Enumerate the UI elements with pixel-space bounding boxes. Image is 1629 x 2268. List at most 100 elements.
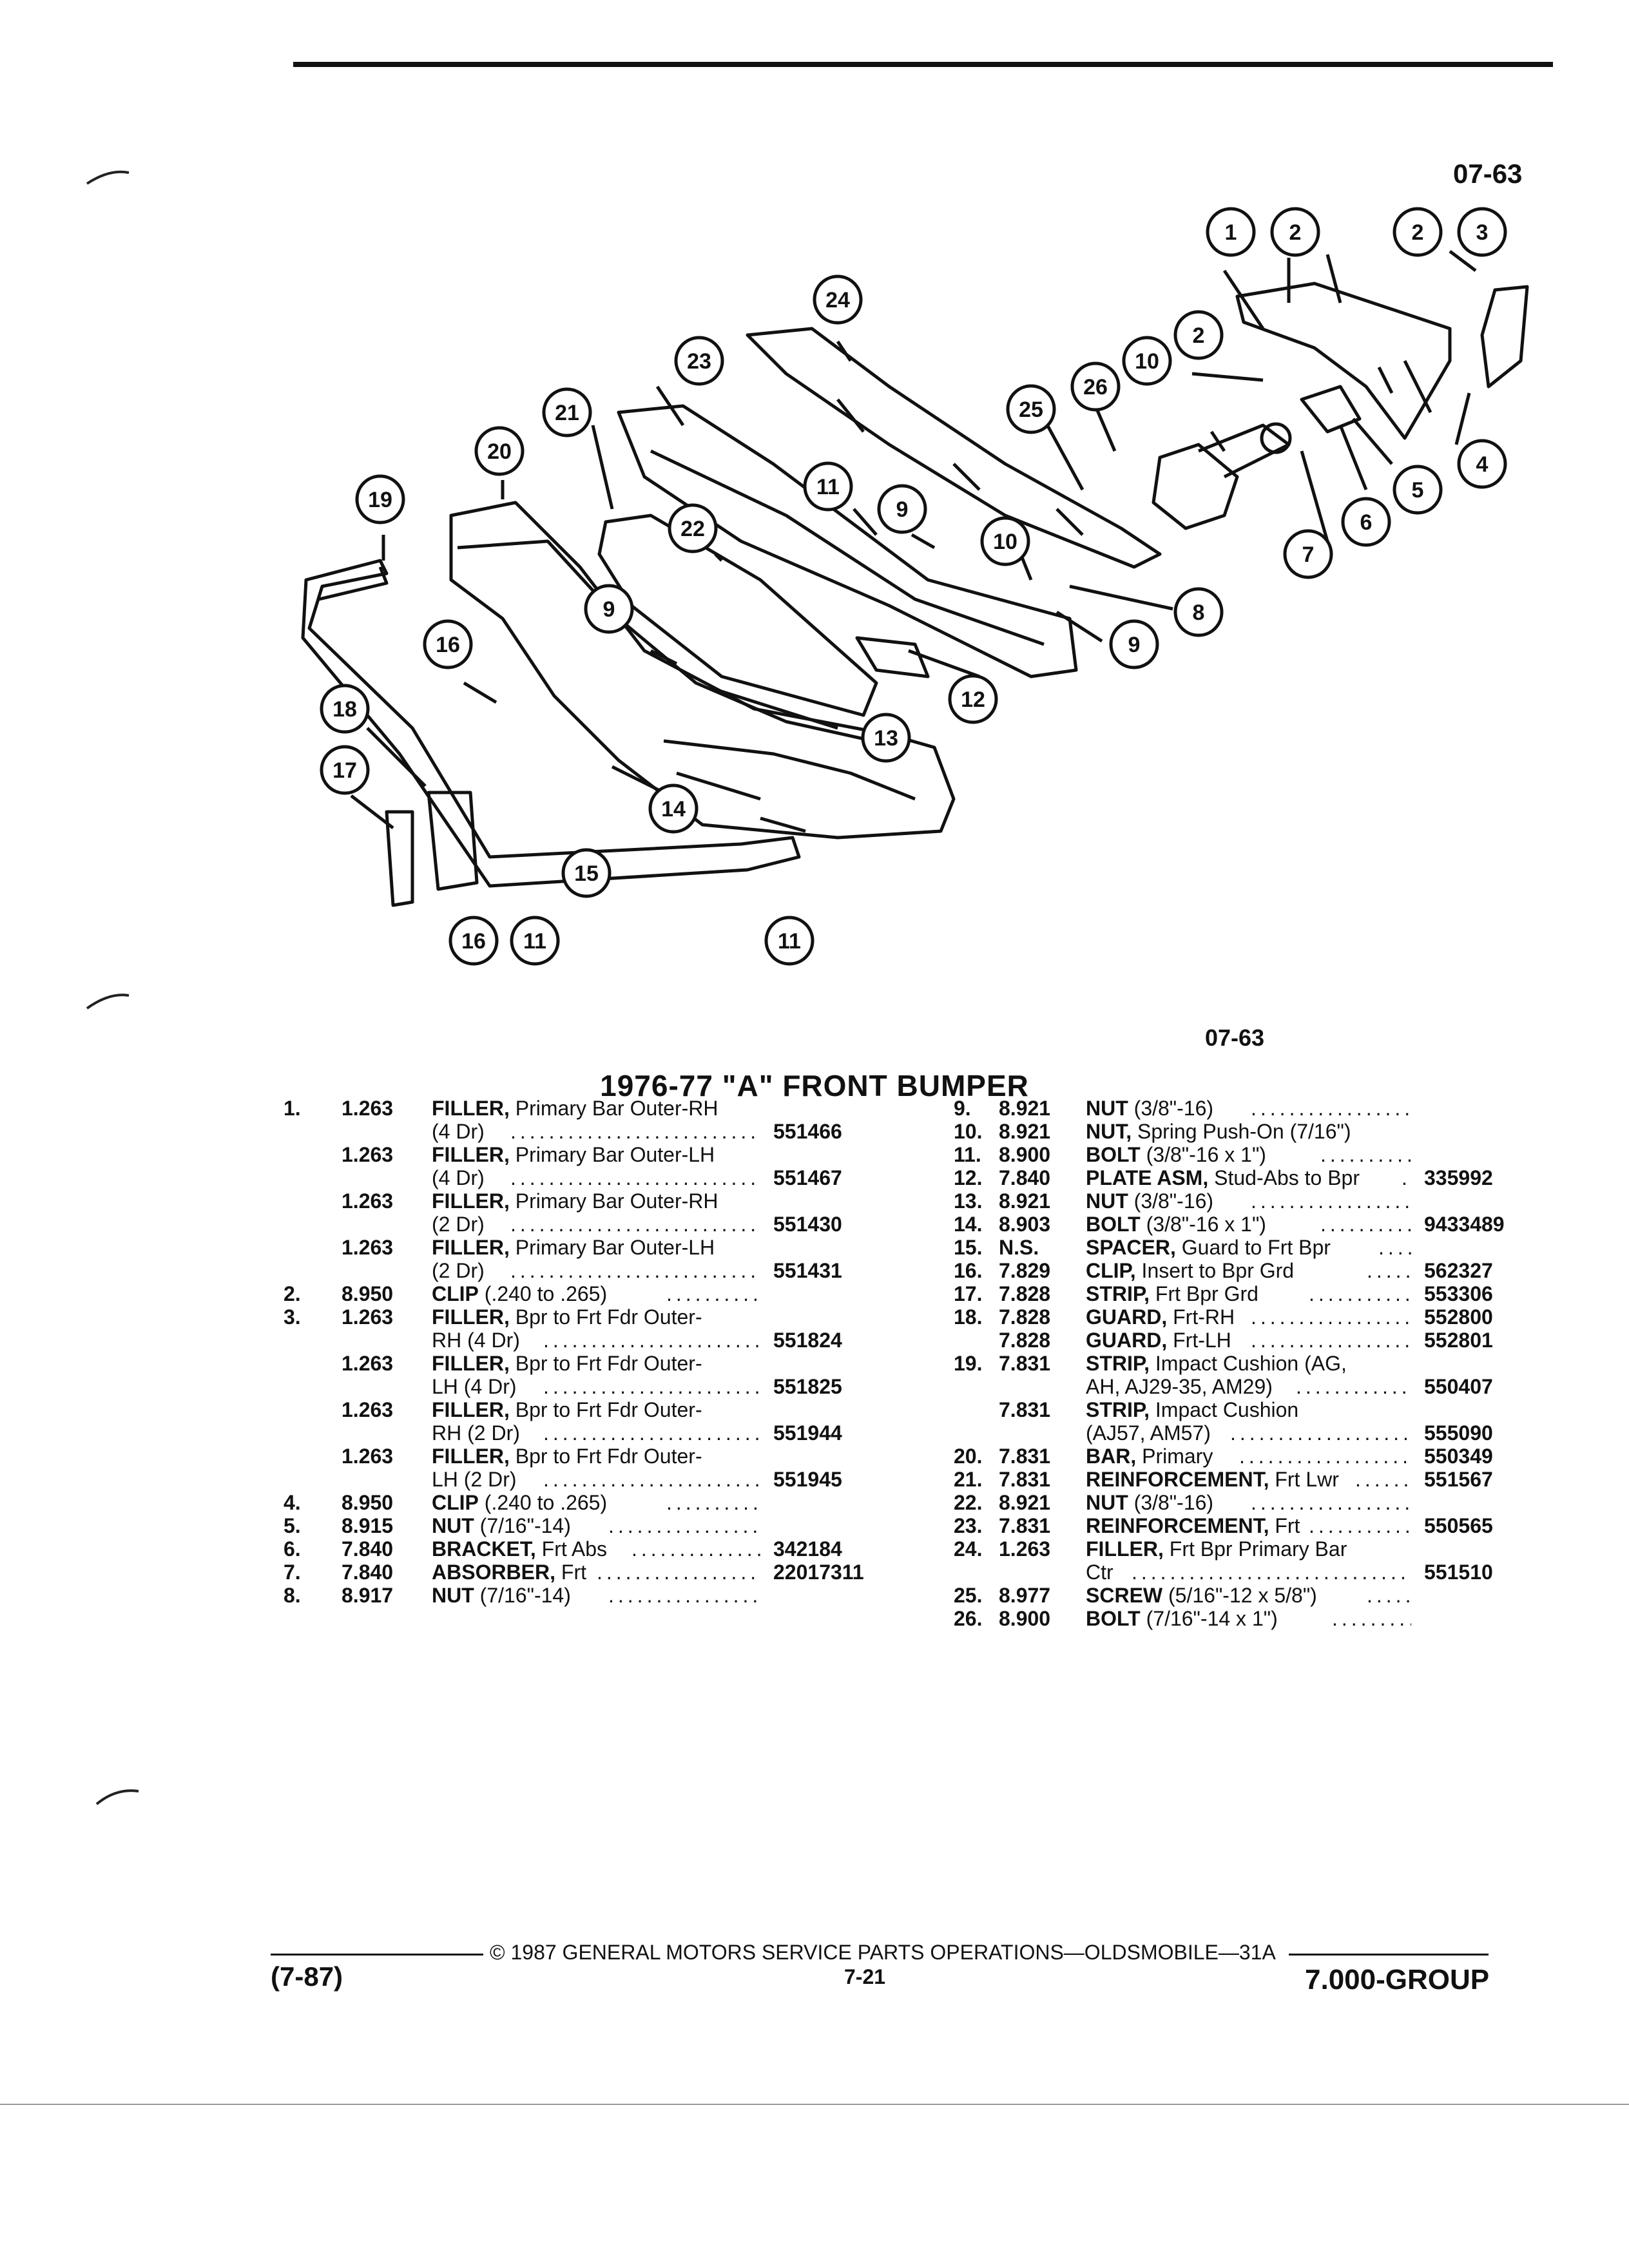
fender-filler xyxy=(1480,285,1529,389)
item-number: 21. xyxy=(954,1468,983,1491)
part-name: BRACKET, xyxy=(432,1537,536,1561)
group-number: 7.831 xyxy=(999,1468,1051,1491)
guard-strip xyxy=(385,810,414,907)
bumper-guard xyxy=(427,791,479,891)
part-description: FILLER, Primary Bar Outer-LH xyxy=(432,1236,715,1259)
item-number: 3. xyxy=(284,1305,301,1329)
absorber-bracket xyxy=(1300,385,1362,434)
top-rule xyxy=(293,62,1553,67)
part-description: STRIP, Impact Cushion xyxy=(1086,1398,1298,1421)
group-number: 8.915 xyxy=(342,1514,394,1537)
part-name: REINFORCEMENT, xyxy=(1086,1468,1269,1491)
part-description: SPACER, Guard to Frt Bpr xyxy=(1086,1236,1331,1259)
group-number: 1.263 xyxy=(342,1189,394,1213)
part-description: CLIP (.240 to .265) xyxy=(432,1282,607,1305)
callout-label: 25 xyxy=(1019,398,1043,422)
dot-leader: ........................................ xyxy=(1230,1421,1411,1445)
part-detail: Impact Cushion xyxy=(1155,1398,1299,1421)
part-description-cont: RH (4 Dr) xyxy=(432,1329,520,1352)
part-name: BOLT xyxy=(1086,1607,1141,1630)
part-number: 552801 xyxy=(1424,1329,1493,1352)
part-name: BOLT xyxy=(1086,1143,1141,1166)
part-description-cont: RH (2 Dr) xyxy=(432,1421,520,1445)
group-number: 7.828 xyxy=(999,1329,1051,1352)
part-detail: Primary Bar Outer-RH xyxy=(515,1097,718,1120)
part-description-cont: (2 Dr) xyxy=(432,1213,485,1236)
item-number: 16. xyxy=(954,1259,983,1282)
dot-leader: ........................................ xyxy=(608,1514,760,1537)
part-description-cont: (AJ57, AM57) xyxy=(1086,1421,1211,1445)
part-description: BOLT (3/8"-16 x 1") xyxy=(1086,1213,1266,1236)
copyright-notice: © 1987 GENERAL MOTORS SERVICE PARTS OPER… xyxy=(490,1941,1276,1964)
item-number: 4. xyxy=(284,1491,301,1514)
part-detail: (3/8"-16) xyxy=(1133,1491,1214,1514)
part-description: CLIP, Insert to Bpr Grd xyxy=(1086,1259,1294,1282)
part-number: 551944 xyxy=(773,1421,842,1445)
callout-label: 7 xyxy=(1302,543,1315,567)
part-name: FILLER, xyxy=(432,1236,510,1259)
part-name: STRIP, xyxy=(1086,1282,1150,1305)
item-number: 7. xyxy=(284,1561,301,1584)
part-description: FILLER, Primary Bar Outer-RH xyxy=(432,1097,718,1120)
group-number: 8.921 xyxy=(999,1491,1051,1514)
part-description: SCREW (5/16"-12 x 5/8") xyxy=(1086,1584,1317,1607)
part-detail: Primary xyxy=(1142,1445,1213,1468)
dot-leader: ........................................ xyxy=(543,1468,760,1491)
part-detail: (7/16"-14) xyxy=(479,1514,571,1537)
dot-leader: ........................................ xyxy=(1296,1375,1411,1398)
part-description-cont: Ctr xyxy=(1086,1561,1113,1584)
part-detail: Frt-RH xyxy=(1173,1305,1235,1329)
group-number: 7.831 xyxy=(999,1445,1051,1468)
outer-filler xyxy=(1235,282,1452,440)
item-number: 23. xyxy=(954,1514,983,1537)
dot-leader: ........................................ xyxy=(1251,1097,1411,1120)
group-number: 8.900 xyxy=(999,1143,1051,1166)
part-description: FILLER, Bpr to Frt Fdr Outer- xyxy=(432,1305,702,1329)
part-number: 551567 xyxy=(1424,1468,1493,1491)
dot-leader: ........................................ xyxy=(543,1329,760,1352)
dot-leader: ........................................ xyxy=(1251,1305,1411,1329)
part-description: BOLT (7/16"-14 x 1") xyxy=(1086,1607,1278,1630)
dot-leader: ........................................ xyxy=(510,1259,760,1282)
item-number: 6. xyxy=(284,1537,301,1561)
part-detail: Impact Cushion (AG, xyxy=(1155,1352,1347,1375)
part-detail: Bpr to Frt Fdr Outer- xyxy=(515,1352,702,1375)
page-number: 7-21 xyxy=(844,1965,886,1988)
callout-label: 21 xyxy=(555,401,579,425)
part-name: ABSORBER, xyxy=(432,1561,556,1584)
part-description-cont: LH (4 Dr) xyxy=(432,1375,517,1398)
part-description-cont: (4 Dr) xyxy=(432,1120,485,1143)
item-number: 9. xyxy=(954,1097,971,1120)
part-name: GUARD, xyxy=(1086,1329,1168,1352)
part-description: BRACKET, Frt Abs xyxy=(432,1537,607,1561)
part-detail: Bpr to Frt Fdr Outer- xyxy=(515,1398,702,1421)
part-detail: (5/16"-12 x 5/8") xyxy=(1168,1584,1317,1607)
part-name: REINFORCEMENT, xyxy=(1086,1514,1269,1537)
group-number: 1.263 xyxy=(342,1445,394,1468)
item-number: 15. xyxy=(954,1236,983,1259)
group-number: 7.831 xyxy=(999,1352,1051,1375)
item-number: 13. xyxy=(954,1189,983,1213)
part-description: PLATE ASM, Stud-Abs to Bpr xyxy=(1086,1166,1360,1189)
callout-label: 10 xyxy=(993,530,1017,554)
item-number: 2. xyxy=(284,1282,301,1305)
part-detail: Primary Bar Outer-LH xyxy=(515,1236,715,1259)
group-number: 1.263 xyxy=(342,1097,394,1120)
part-name: FILLER, xyxy=(432,1398,510,1421)
callout-circles xyxy=(320,207,1507,966)
part-name: NUT xyxy=(1086,1189,1128,1213)
part-detail: (.240 to .265) xyxy=(484,1282,608,1305)
bumper-exploded-diagram: 1 2 2 3 2 24 10 26 25 23 21 20 19 11 9 2… xyxy=(301,207,1529,966)
callout-label: 15 xyxy=(574,861,599,886)
item-number: 18. xyxy=(954,1305,983,1329)
part-name: CLIP xyxy=(432,1282,479,1305)
part-description: NUT (3/8"-16) xyxy=(1086,1189,1213,1213)
item-number: 24. xyxy=(954,1537,983,1561)
callout-label: 2 xyxy=(1193,323,1205,348)
item-number: 12. xyxy=(954,1166,983,1189)
group-number: 1.263 xyxy=(342,1236,394,1259)
group-number: 7.840 xyxy=(342,1537,394,1561)
part-number: 551467 xyxy=(773,1166,842,1189)
part-detail: Frt Bpr Grd xyxy=(1155,1282,1258,1305)
